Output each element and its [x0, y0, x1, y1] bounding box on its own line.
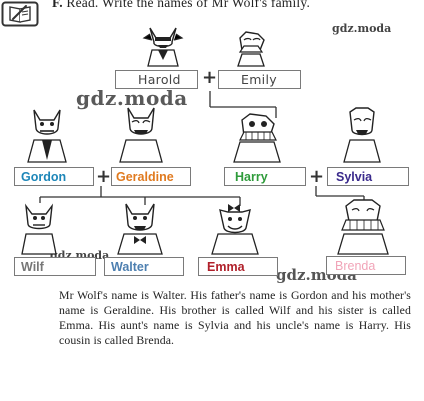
exercise-instruction: F. Read. Write the names of Mr Wolf's fa…: [52, 0, 310, 11]
name-box-wilf[interactable]: Wilf: [14, 257, 96, 276]
geraldine-wolf-picture: [119, 107, 163, 163]
name-brenda: Brenda: [335, 258, 376, 273]
emily-wolf-picture: [237, 31, 265, 67]
sylvia-wolf-picture: [343, 107, 381, 163]
name-harold: Harold: [138, 72, 181, 87]
name-emily: Emily: [241, 72, 277, 87]
plus-sign-parents: +: [96, 166, 112, 187]
harry-wolf-picture: [233, 113, 281, 163]
harold-wolf-picture: [142, 27, 184, 67]
name-box-emma[interactable]: Emma: [198, 257, 278, 276]
name-box-gordon[interactable]: Gordon: [14, 167, 94, 186]
name-geraldine: Geraldine: [116, 169, 174, 184]
plus-sign-uncle-aunt: +: [309, 166, 325, 187]
name-box-walter[interactable]: Walter: [104, 257, 184, 276]
name-wilf: Wilf: [21, 259, 44, 274]
name-sylvia: Sylvia: [336, 169, 373, 184]
name-harry: Harry: [235, 169, 268, 184]
book-writing-icon: [1, 1, 39, 27]
name-box-brenda[interactable]: Brenda: [326, 256, 406, 275]
name-box-harry[interactable]: Harry: [224, 167, 306, 186]
name-box-sylvia[interactable]: Sylvia: [327, 167, 409, 186]
watermark-big: gdz.moda: [76, 86, 188, 110]
exercise-letter: F.: [52, 0, 63, 10]
story-paragraph: Mr Wolf's name is Walter. His father's n…: [59, 288, 411, 347]
name-walter: Walter: [111, 259, 149, 274]
name-box-emily[interactable]: Emily: [218, 70, 301, 89]
plus-sign-grandparents: +: [202, 67, 218, 88]
walter-wolf-picture: [117, 203, 163, 255]
name-box-geraldine[interactable]: Geraldine: [111, 167, 191, 186]
name-box-harold[interactable]: Harold: [115, 70, 198, 89]
name-emma: Emma: [207, 259, 245, 274]
emma-wolf-picture: [211, 204, 259, 255]
gordon-wolf-picture: [27, 109, 67, 163]
watermark-top: gdz.moda: [332, 22, 392, 35]
name-gordon: Gordon: [21, 169, 67, 184]
wilf-wolf-picture: [21, 203, 57, 255]
brenda-wolf-picture: [337, 199, 389, 255]
instruction-text: Read. Write the names of Mr Wolf's famil…: [66, 0, 311, 10]
